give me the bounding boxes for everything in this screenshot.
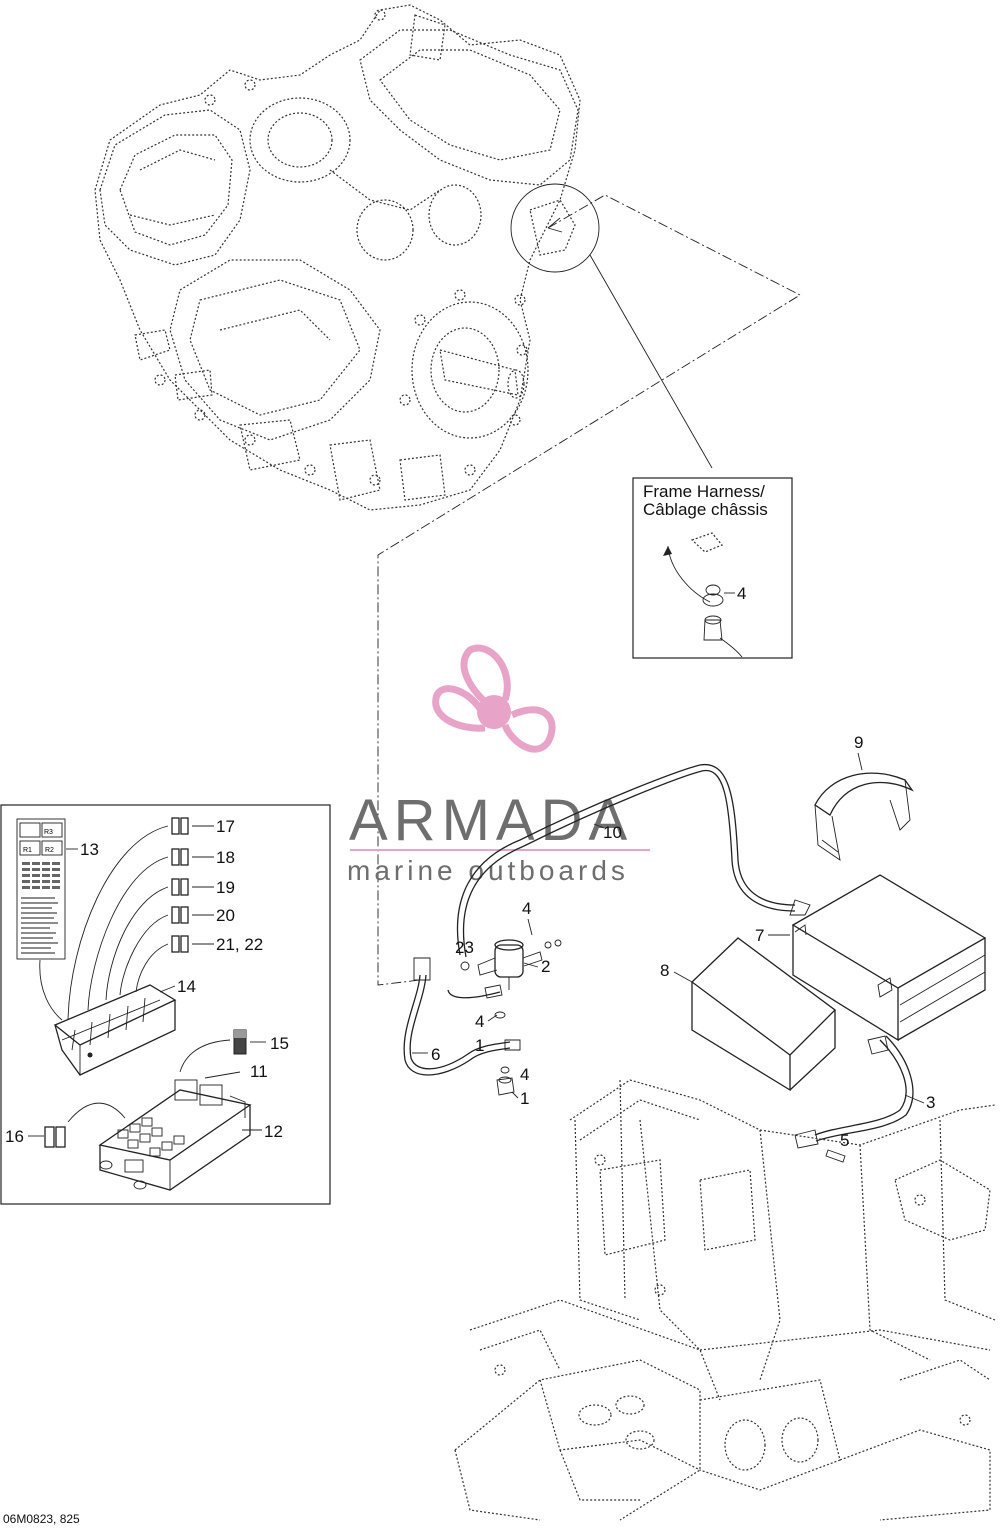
fuse-box-panel: R3 R1 R2 (0, 804, 331, 1205)
relay-r1-label: R1 (23, 847, 32, 854)
frame-harness-inset: Frame Harness/ Câblage châssis 4 (632, 477, 793, 659)
label-part-21-22: 21, 22 (216, 935, 263, 954)
relay-15 (179, 1029, 266, 1073)
bolt-5 (825, 1149, 846, 1163)
fuse-18 (171, 848, 214, 866)
fuse-21-22 (171, 935, 214, 953)
label-part-4-top: 4 (522, 899, 531, 918)
fuse-19 (171, 878, 214, 896)
battery-7 (791, 874, 987, 1042)
battery-cable-10 (456, 764, 811, 958)
washer (500, 1066, 510, 1074)
label-part-6: 6 (431, 1045, 440, 1064)
drawing-code: 06M0823, 825 (3, 1512, 80, 1526)
starter-solenoid (460, 939, 562, 990)
label-part-1-mid: 1 (475, 1036, 484, 1055)
watermark-tagline: marine outboards (347, 855, 629, 886)
hold-down-strap-9 (814, 772, 914, 861)
leader-inset (589, 254, 713, 469)
label-part-4-mid: 4 (475, 1012, 484, 1031)
reference-line-engine (377, 194, 801, 986)
inset-title-line2: Câblage châssis (643, 500, 768, 519)
frame-drawing (454, 1079, 996, 1521)
fuse-cover-14 (53, 984, 177, 1076)
label-part-14: 14 (177, 977, 196, 996)
label-part-13: 13 (80, 840, 99, 859)
fuse-label-card-13: R3 R1 R2 (16, 818, 78, 960)
propeller-icon (432, 644, 556, 753)
label-part-20: 20 (216, 906, 235, 925)
label-part-15: 15 (270, 1034, 289, 1053)
label-part-18: 18 (216, 848, 235, 867)
part-labels: 9 10 4 23 2 7 8 4 1 6 4 1 3 5 13 17 18 1… (5, 733, 935, 1150)
label-part-19: 19 (216, 878, 235, 897)
inset-title-line1: Frame Harness/ (643, 482, 765, 501)
ground-cable-6 (403, 957, 521, 1076)
label-part-1: 1 (520, 1089, 529, 1108)
label-part-10: 10 (603, 823, 622, 842)
fuse-20 (171, 906, 214, 924)
label-part-11: 11 (250, 1062, 268, 1081)
fuse-arrows (39, 825, 169, 1021)
relay-r2-label: R2 (45, 847, 54, 854)
washer (494, 1011, 506, 1019)
fuse-box-12 (98, 1071, 262, 1191)
watermark-brand: ARMADA (349, 788, 633, 853)
label-part-2: 2 (541, 957, 550, 976)
label-part-7: 7 (755, 926, 764, 945)
inset-part-4: 4 (737, 584, 746, 603)
label-part-5: 5 (840, 1131, 849, 1150)
fuse-17 (171, 817, 214, 835)
cable-to-solenoid (447, 989, 501, 999)
label-part-9: 9 (854, 733, 863, 752)
label-part-17: 17 (216, 817, 235, 836)
label-part-4-bottom: 4 (520, 1065, 529, 1084)
negative-cable-3 (794, 1035, 914, 1149)
fuse-16 (28, 1102, 126, 1148)
label-part-16: 16 (5, 1127, 24, 1146)
label-part-3: 3 (926, 1093, 935, 1112)
terminal-clip (496, 1077, 515, 1096)
relay-r3-label: R3 (44, 829, 53, 836)
label-part-12: 12 (264, 1122, 283, 1141)
label-part-23: 23 (455, 938, 474, 957)
arrow-head-callout (547, 217, 563, 233)
engine-drawing (94, 4, 600, 511)
battery-pad-8 (690, 937, 836, 1092)
label-part-8: 8 (660, 961, 669, 980)
